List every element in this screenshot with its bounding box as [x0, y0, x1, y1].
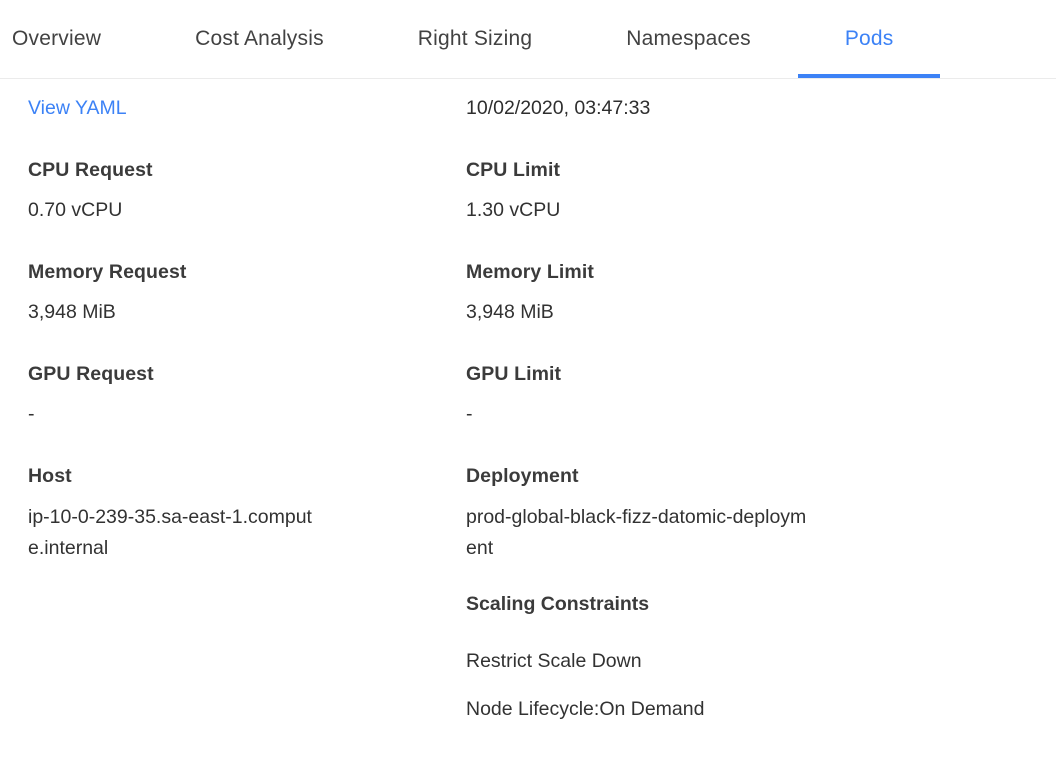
- field-memory-limit: Memory Limit 3,948 MiB: [466, 262, 1056, 322]
- scaling-constraint-node-lifecycle: Node Lifecycle:On Demand: [466, 698, 705, 720]
- memory-limit-label: Memory Limit: [466, 261, 594, 283]
- tab-bar: Overview Cost Analysis Right Sizing Name…: [0, 0, 1056, 79]
- field-gpu-limit: GPU Limit -: [466, 364, 1056, 424]
- field-cpu-request: CPU Request 0.70 vCPU: [28, 160, 466, 220]
- field-cpu-limit: CPU Limit 1.30 vCPU: [466, 160, 1056, 220]
- memory-limit-value: 3,948 MiB: [466, 301, 554, 323]
- scaling-constraints-title: Scaling Constraints: [466, 593, 650, 615]
- tab-namespaces[interactable]: Namespaces: [626, 27, 751, 50]
- cpu-request-label: CPU Request: [28, 159, 153, 181]
- tab-cost-analysis[interactable]: Cost Analysis: [195, 27, 324, 50]
- cpu-limit-label: CPU Limit: [466, 159, 561, 181]
- field-gpu-request: GPU Request -: [28, 364, 466, 424]
- deployment-label: Deployment: [466, 465, 579, 487]
- tab-right-sizing[interactable]: Right Sizing: [417, 27, 533, 50]
- field-host: Host ip-10-0-239-35.sa-east-1.compute.in…: [28, 466, 466, 564]
- timestamp: 10/02/2020, 03:47:33: [466, 97, 651, 119]
- details-column-right: 10/02/2020, 03:47:33 CPU Limit 1.30 vCPU…: [466, 98, 1056, 722]
- memory-request-value: 3,948 MiB: [28, 301, 116, 323]
- gpu-request-value: -: [28, 403, 35, 425]
- field-memory-request: Memory Request 3,948 MiB: [28, 262, 466, 322]
- gpu-request-label: GPU Request: [28, 363, 154, 385]
- pod-details-panel: View YAML CPU Request 0.70 vCPU Memory R…: [0, 79, 1056, 722]
- deployment-link[interactable]: prod-global-black-fizz-datomic-deploymen…: [466, 506, 807, 559]
- cpu-request-value: 0.70 vCPU: [28, 199, 123, 221]
- details-column-left: View YAML CPU Request 0.70 vCPU Memory R…: [28, 98, 466, 722]
- memory-request-label: Memory Request: [28, 261, 187, 283]
- host-label: Host: [28, 465, 72, 487]
- scaling-constraint-restrict-scale-down: Restrict Scale Down: [466, 650, 642, 672]
- view-yaml-link[interactable]: View YAML: [28, 97, 127, 119]
- gpu-limit-label: GPU Limit: [466, 363, 562, 385]
- tab-overview[interactable]: Overview: [12, 27, 102, 50]
- tab-pods[interactable]: Pods: [797, 0, 941, 78]
- field-deployment: Deployment prod-global-black-fizz-datomi…: [466, 466, 1056, 564]
- gpu-limit-value: -: [466, 403, 473, 425]
- cpu-limit-value: 1.30 vCPU: [466, 199, 561, 221]
- host-link[interactable]: ip-10-0-239-35.sa-east-1.compute.interna…: [28, 506, 312, 559]
